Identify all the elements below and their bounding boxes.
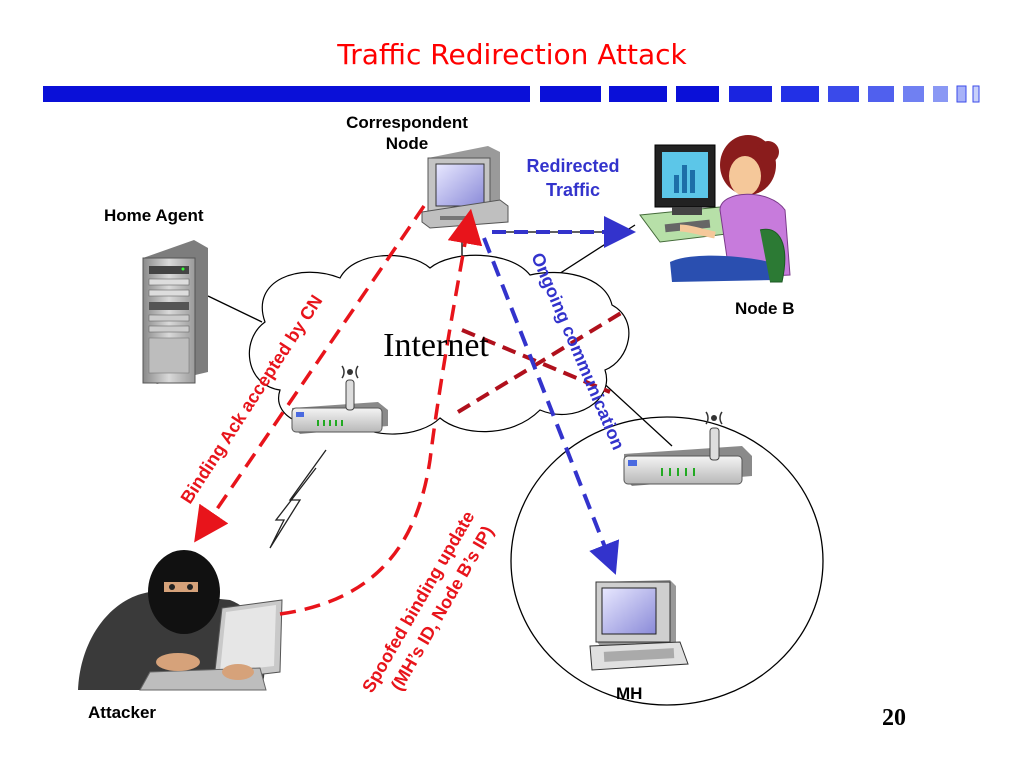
attacker-label: Attacker	[88, 703, 157, 722]
correspondent-node-computer-icon	[421, 146, 509, 229]
mobile-network-area	[510, 416, 824, 706]
blocked-path-cross	[456, 308, 628, 414]
redirected-traffic-label: Redirected Traffic	[508, 154, 638, 202]
correspondent-label-line1: Correspondent	[346, 113, 468, 132]
spoofed-binding-update-arrow	[279, 208, 483, 616]
ongoing-communication-arrow	[482, 237, 620, 575]
header-bar	[43, 85, 980, 103]
binding-ack-arrow	[194, 205, 426, 543]
redirected-label-line1: Redirected	[526, 156, 620, 176]
home-agent-label: Home Agent	[104, 206, 204, 225]
node-b-label: Node B	[735, 299, 795, 318]
node-b-user-illustration	[639, 135, 791, 283]
wireless-link-icon	[269, 449, 327, 549]
internet-label: Internet	[383, 327, 489, 364]
attacker-illustration	[78, 550, 283, 691]
access-point-router-icon	[291, 365, 388, 434]
page-number: 20	[882, 705, 906, 731]
correspondent-node-label: Correspondent Node	[334, 112, 480, 154]
mobile-host-label: MH	[616, 684, 643, 703]
mobile-host-laptop-icon	[589, 580, 689, 671]
slide-title: Traffic Redirection Attack	[337, 38, 687, 71]
foreign-network-router-icon	[623, 411, 752, 486]
home-agent-server-icon	[142, 240, 208, 384]
redirected-label-line2: Traffic	[545, 180, 601, 200]
correspondent-label-line2: Node	[385, 134, 429, 153]
spoofed-binding-update-label: Spoofed binding update (MH’s ID, Node B’…	[358, 508, 497, 696]
